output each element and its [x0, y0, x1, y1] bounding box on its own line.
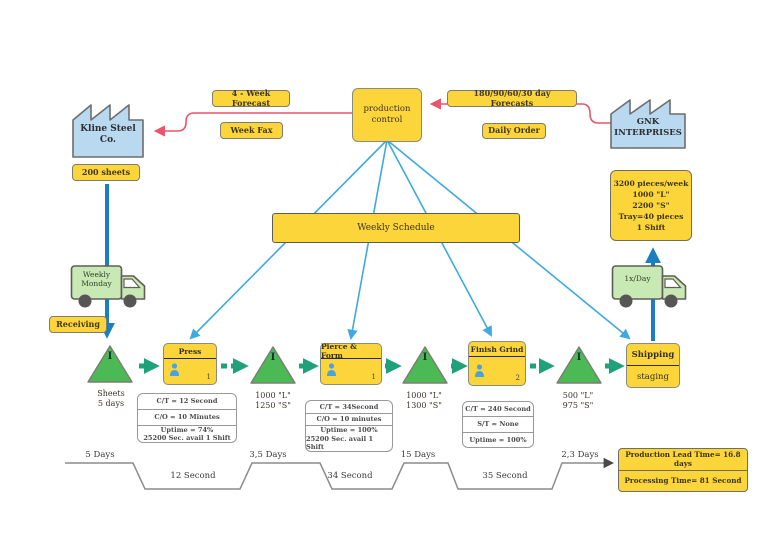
operator-icon [326, 361, 337, 380]
operator-count: 2 [515, 374, 520, 382]
operator-count: 1 [206, 373, 211, 381]
requirement-line: 3200 pieces/week [613, 179, 689, 188]
supplier-shipment-label[interactable]: 200 sheets [72, 164, 140, 181]
inventory-triangle-1[interactable]: I [250, 345, 296, 385]
process-pierce-form[interactable]: Pierce & Form 1 [320, 342, 382, 385]
supplier-shipment-text: 200 sheets [81, 166, 131, 177]
timeline-wait-1: 3,5 Days [249, 450, 287, 460]
press-data-box[interactable]: C/T = 12 Second C/O = 10 Minutes Uptime … [137, 393, 237, 443]
data-line: C/T = 240 Second [465, 405, 531, 414]
daily-order-label[interactable]: Daily Order [482, 123, 546, 139]
label-text: 4 - Week Forecast [231, 88, 271, 108]
data-line: 25200 Sec. avail 1 Shift [306, 434, 374, 451]
processing-time: Processing Time= 81 Second [624, 476, 742, 486]
requirement-line: 1 Shift [636, 223, 666, 232]
inventory-icon [250, 346, 296, 384]
supplier-factory[interactable]: Kline Steel Co. [70, 100, 146, 160]
pierce-form-data-box[interactable]: C/T = 34Second C/O = 10 minutes Uptime =… [305, 400, 393, 452]
inventory-icon [402, 346, 448, 384]
production-control-text: control [371, 115, 403, 125]
inbound-truck-label: Weekly Monday [81, 270, 112, 288]
timeline-work-2: 35 Second [482, 471, 528, 481]
label-text: Receiving [56, 318, 100, 329]
data-line: Uptime = 74% [160, 425, 214, 434]
data-line: Uptime = 100% [320, 426, 378, 435]
timeline-work-0: 12 Second [170, 471, 216, 481]
day-forecasts-label[interactable]: 180/90/60/30 day Forecasts [447, 88, 577, 108]
inventory-triangle-sheets[interactable]: I [87, 344, 133, 384]
truck-icon [611, 265, 687, 308]
operator-count: 1 [371, 373, 376, 381]
inventory-symbol: I [107, 351, 113, 362]
data-line: Uptime = 100% [469, 435, 527, 444]
process-title: Press [164, 344, 216, 359]
shipping-staging-box[interactable]: Shipping staging [626, 343, 680, 388]
weekly-schedule-bar[interactable]: Weekly Schedule [272, 213, 520, 243]
inventory-triangle-2[interactable]: I [402, 345, 448, 385]
timeline-wait-2: 15 Days [400, 450, 436, 460]
timeline-wait-3: 2,3 Days [561, 450, 599, 460]
label-text: 180/90/60/30 day Forecasts [473, 88, 551, 108]
requirement-line: 2200 "S" [632, 201, 670, 210]
lead-time-summary-box[interactable]: Production Lead Time= 16.8 days Processi… [618, 448, 748, 492]
production-control-text: production [363, 103, 411, 114]
outbound-truck-label: 1x/Day [624, 274, 651, 283]
inbound-truck[interactable]: Weekly Monday [70, 261, 148, 309]
inventory-symbol: I [422, 352, 428, 363]
timeline-line [65, 457, 615, 490]
factory-icon [72, 104, 144, 158]
operator-icon [474, 362, 485, 381]
production-lead-time: Production Lead Time= 16.8 days [619, 449, 747, 471]
shipping-text: Shipping [627, 344, 679, 366]
data-line: C/T = 34Second [319, 402, 379, 411]
inventory-label: 500 "L"975 "S" [562, 391, 594, 411]
data-line: S/T = None [477, 420, 519, 429]
outbound-truck[interactable]: 1x/Day [611, 261, 689, 309]
truck-icon [70, 265, 146, 308]
weekly-schedule-text: Weekly Schedule [357, 223, 435, 233]
data-line: C/T = 12 Second [156, 397, 218, 406]
data-line: C/O = 10 Minutes [154, 413, 220, 422]
inventory-icon [556, 346, 602, 384]
process-title: Finish Grind [469, 342, 525, 357]
inventory-label: 1000 "L"1250 "S" [255, 391, 291, 411]
process-title: Pierce & Form [321, 342, 381, 360]
material-flow-lines [99, 184, 661, 341]
inventory-icon [87, 345, 133, 383]
week-fax-label[interactable]: Week Fax [220, 122, 283, 139]
customer-factory[interactable]: GNK INTERPRISES [608, 95, 688, 151]
requirement-line: Tray=40 pieces [618, 212, 684, 221]
inventory-symbol: I [270, 352, 276, 363]
process-finish-grind[interactable]: Finish Grind 2 [468, 341, 526, 386]
supplier-name: Kline Steel Co. [80, 124, 136, 146]
requirement-line: 1000 "L" [632, 190, 670, 199]
factory-icon [610, 99, 686, 149]
label-text: Daily Order [488, 125, 540, 136]
inventory-symbol: I [576, 352, 582, 363]
inventory-triangle-3[interactable]: I [556, 345, 602, 385]
data-line: 25200 Sec. avail 1 Shift [143, 433, 231, 442]
customer-requirements-box[interactable]: 3200 pieces/week 1000 "L" 2200 "S" Tray=… [610, 170, 692, 241]
finish-grind-data-box[interactable]: C/T = 240 Second S/T = None Uptime = 100… [462, 401, 534, 448]
timeline-work-1: 34 Second [327, 471, 373, 481]
data-line: C/O = 10 minutes [316, 415, 382, 424]
label-text: Week Fax [230, 124, 273, 135]
receiving-label[interactable]: Receiving [49, 316, 107, 333]
four-week-forecast-label[interactable]: 4 - Week Forecast [212, 88, 290, 108]
timeline-wait-0: 5 Days [85, 450, 115, 460]
customer-name: GNK INTERPRISES [614, 117, 682, 138]
production-control-box[interactable]: production control [352, 88, 422, 142]
process-press[interactable]: Press 1 [163, 343, 217, 385]
forecast-info-lines [153, 98, 612, 137]
staging-text: staging [637, 371, 669, 382]
operator-icon [169, 361, 180, 380]
inventory-label: 1000 "L"1300 "S" [406, 391, 442, 411]
